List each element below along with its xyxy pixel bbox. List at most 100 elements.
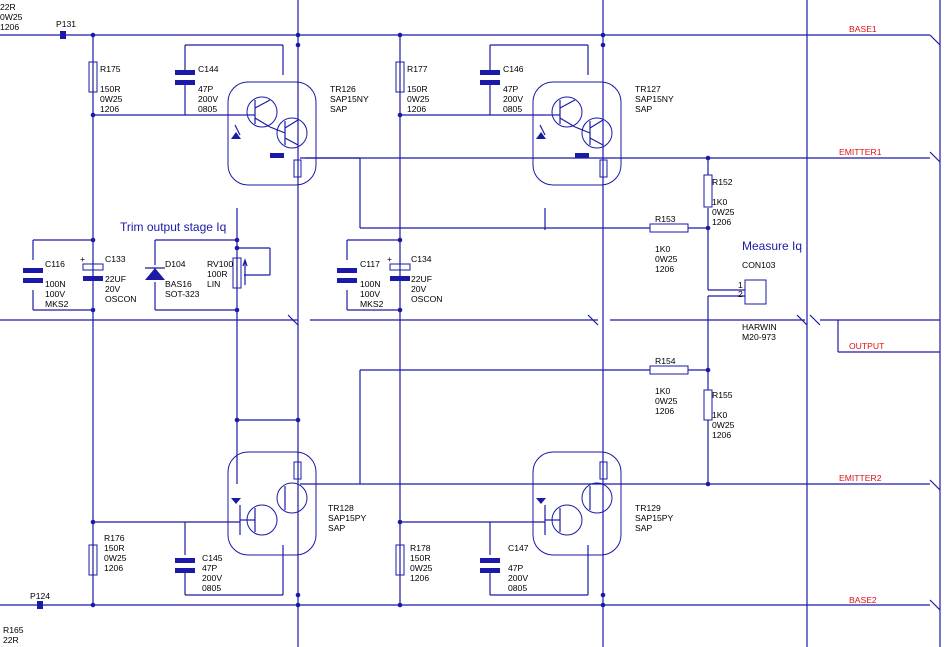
top-left-res-package: 1206 [0, 22, 19, 32]
c133-ref: C133 [105, 254, 126, 264]
tr126-part: SAP15NY [330, 94, 369, 104]
tr127-part: SAP15NY [635, 94, 674, 104]
tr126-ref: TR126 [330, 84, 356, 94]
c133-value: 22UF [105, 274, 126, 284]
top-left-res-value: 22R [0, 2, 16, 12]
p131-label: P131 [56, 19, 76, 29]
r155-ref: R155 [712, 390, 733, 400]
p124-label: P124 [30, 591, 50, 601]
rv100-ref: RV100 [207, 259, 233, 269]
r155-package: 1206 [712, 430, 731, 440]
tr129-part: SAP15PY [635, 513, 673, 523]
con103-pin1: 1 [738, 280, 743, 290]
measure-title: Measure Iq [742, 239, 802, 253]
tr127-ref: TR127 [635, 84, 661, 94]
tr128-lib: SAP [328, 523, 345, 533]
c144-voltage: 200V [198, 94, 218, 104]
c134-value: 22UF [411, 274, 432, 284]
r178-package: 1206 [410, 573, 429, 583]
con103-maker: HARWIN [742, 322, 777, 332]
net-labels: BASE1 EMITTER1 OUTPUT EMITTER2 BASE2 [839, 24, 885, 605]
svg-text:+: + [387, 254, 392, 264]
tr129-ref: TR129 [635, 503, 661, 513]
c134-ref: C134 [411, 254, 432, 264]
net-base1: BASE1 [849, 24, 877, 34]
tr129-lib: SAP [635, 523, 652, 533]
c117-ref: C117 [360, 259, 380, 269]
c133-type: OSCON [105, 294, 137, 304]
r155-power: 0W25 [712, 420, 735, 430]
c146-package: 0805 [503, 104, 522, 114]
c133-voltage: 20V [105, 284, 121, 294]
net-emitter1: EMITTER1 [839, 147, 882, 157]
r177-power: 0W25 [407, 94, 430, 104]
pad-p124 [37, 601, 43, 609]
r176-power: 0W25 [104, 553, 127, 563]
c145-value: 47P [202, 563, 218, 573]
d104-part: BAS16 [165, 279, 192, 289]
c116-ref: C116 [45, 259, 65, 269]
c134-type: OSCON [411, 294, 443, 304]
c116-voltage: 100V [45, 289, 65, 299]
rv100-taper: LIN [207, 279, 220, 289]
tr128-ref: TR128 [328, 503, 354, 513]
r175-value: 150R [100, 84, 121, 94]
c117-value: 100N [360, 279, 381, 289]
r178-power: 0W25 [410, 563, 433, 573]
trimmer-rv100-body [232, 257, 242, 289]
r176-package: 1206 [104, 563, 123, 573]
r175-package: 1206 [100, 104, 119, 114]
rv100-value: 100R [207, 269, 228, 279]
c146-voltage: 200V [503, 94, 523, 104]
c144-value: 47P [198, 84, 214, 94]
c144-package: 0805 [198, 104, 217, 114]
c146-ref: C146 [503, 64, 524, 74]
r153-package: 1206 [655, 264, 674, 274]
tr128-part: SAP15PY [328, 513, 366, 523]
d104-ref: D104 [165, 259, 186, 269]
c146-value: 47P [503, 84, 519, 94]
r154-value: 1K0 [655, 386, 671, 396]
r154-package: 1206 [655, 406, 674, 416]
c147-value: 47P [508, 563, 524, 573]
capacitors: + + [23, 70, 500, 573]
r155-value: 1K0 [712, 410, 728, 420]
tr127-lib: SAP [635, 104, 652, 114]
c116-type: MKS2 [45, 299, 69, 309]
net-emitter2: EMITTER2 [839, 473, 882, 483]
diode-d104 [145, 267, 165, 280]
r176-value: 150R [104, 543, 125, 553]
c117-voltage: 100V [360, 289, 380, 299]
c134-voltage: 20V [411, 284, 427, 294]
r176-ref: R176 [104, 533, 125, 543]
r165-ref: R165 [3, 625, 24, 635]
r153-power: 0W25 [655, 254, 678, 264]
r152-package: 1206 [712, 217, 731, 227]
c147-package: 0805 [508, 583, 527, 593]
pad-p131 [60, 31, 66, 39]
r153-value: 1K0 [655, 244, 671, 254]
d104-package: SOT-323 [165, 289, 200, 299]
c116-value: 100N [45, 279, 66, 289]
c147-voltage: 200V [508, 573, 528, 583]
svg-text:+: + [80, 254, 85, 264]
r152-value: 1K0 [712, 197, 728, 207]
c145-ref: C145 [202, 553, 223, 563]
r154-ref: R154 [655, 356, 676, 366]
trim-title: Trim output stage Iq [120, 220, 226, 234]
r178-value: 150R [410, 553, 431, 563]
r177-value: 150R [407, 84, 428, 94]
c147-ref: C147 [508, 543, 529, 553]
c144-ref: C144 [198, 64, 219, 74]
c117-type: MKS2 [360, 299, 384, 309]
r165-value: 22R [3, 635, 19, 645]
con103-part: M20-973 [742, 332, 776, 342]
connector-con103 [744, 279, 767, 305]
con103-pin2: 2 [738, 289, 743, 299]
net-base2: BASE2 [849, 595, 877, 605]
con103-ref: CON103 [742, 260, 776, 270]
r175-power: 0W25 [100, 94, 123, 104]
top-left-res-power: 0W25 [0, 12, 23, 22]
component-labels: 22R 0W25 1206 P131 P124 R165 22R Trim ou… [0, 2, 802, 645]
